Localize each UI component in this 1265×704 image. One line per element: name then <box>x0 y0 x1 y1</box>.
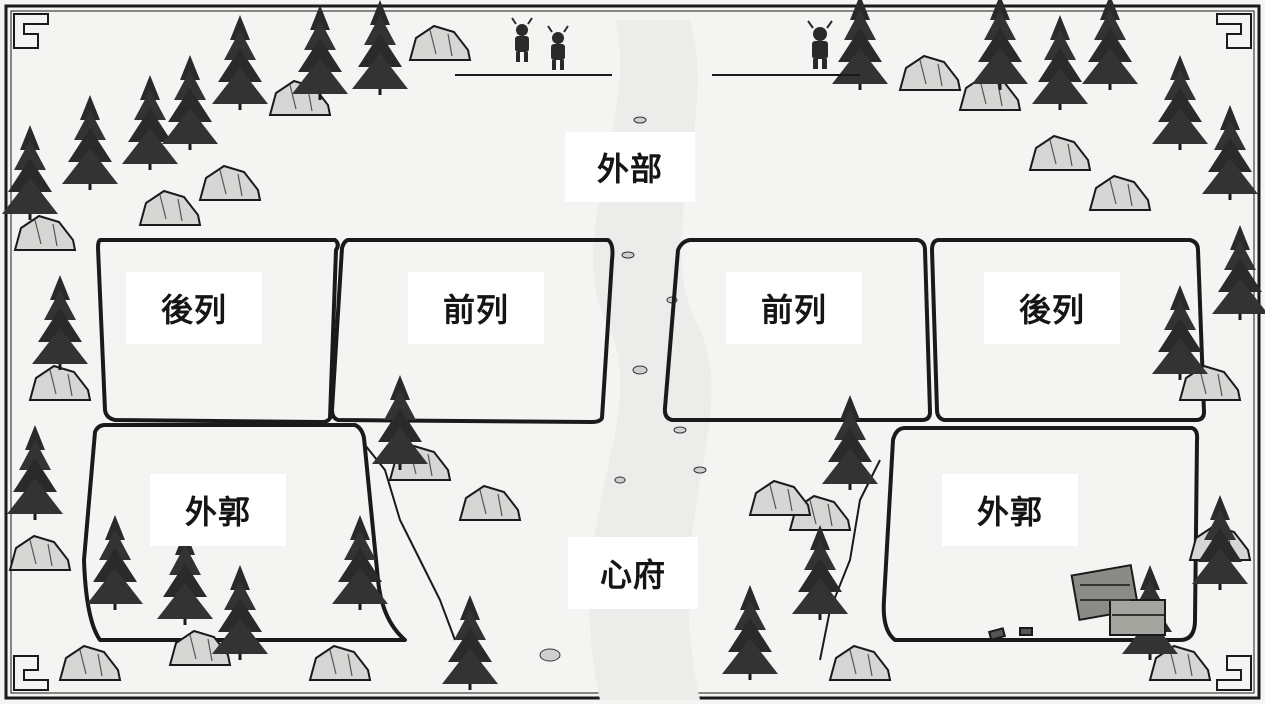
zone-label-right-front-row: 前列 <box>726 272 862 344</box>
zone-label-left-back-row: 後列 <box>126 272 262 344</box>
corner-ornament-icon <box>13 13 1252 691</box>
zone-left-front-row[interactable] <box>330 238 615 424</box>
zone-label-right-outskirts: 外郭 <box>942 474 1078 546</box>
demon-figure-icon <box>511 17 833 70</box>
zone-label-left-outskirts: 外郭 <box>150 474 286 546</box>
treasure-crate-icon <box>987 563 1166 641</box>
zone-label-left-front-row: 前列 <box>408 272 544 344</box>
zone-label-outer: 外部 <box>565 132 695 202</box>
zone-label-right-back-row: 後列 <box>984 272 1120 344</box>
zone-right-outskirts[interactable] <box>881 426 1200 642</box>
zone-left-back-row[interactable] <box>96 238 340 424</box>
zone-right-back-row[interactable] <box>930 238 1206 422</box>
zone-right-front-row[interactable] <box>662 238 932 422</box>
zone-label-heart: 心府 <box>568 537 698 609</box>
